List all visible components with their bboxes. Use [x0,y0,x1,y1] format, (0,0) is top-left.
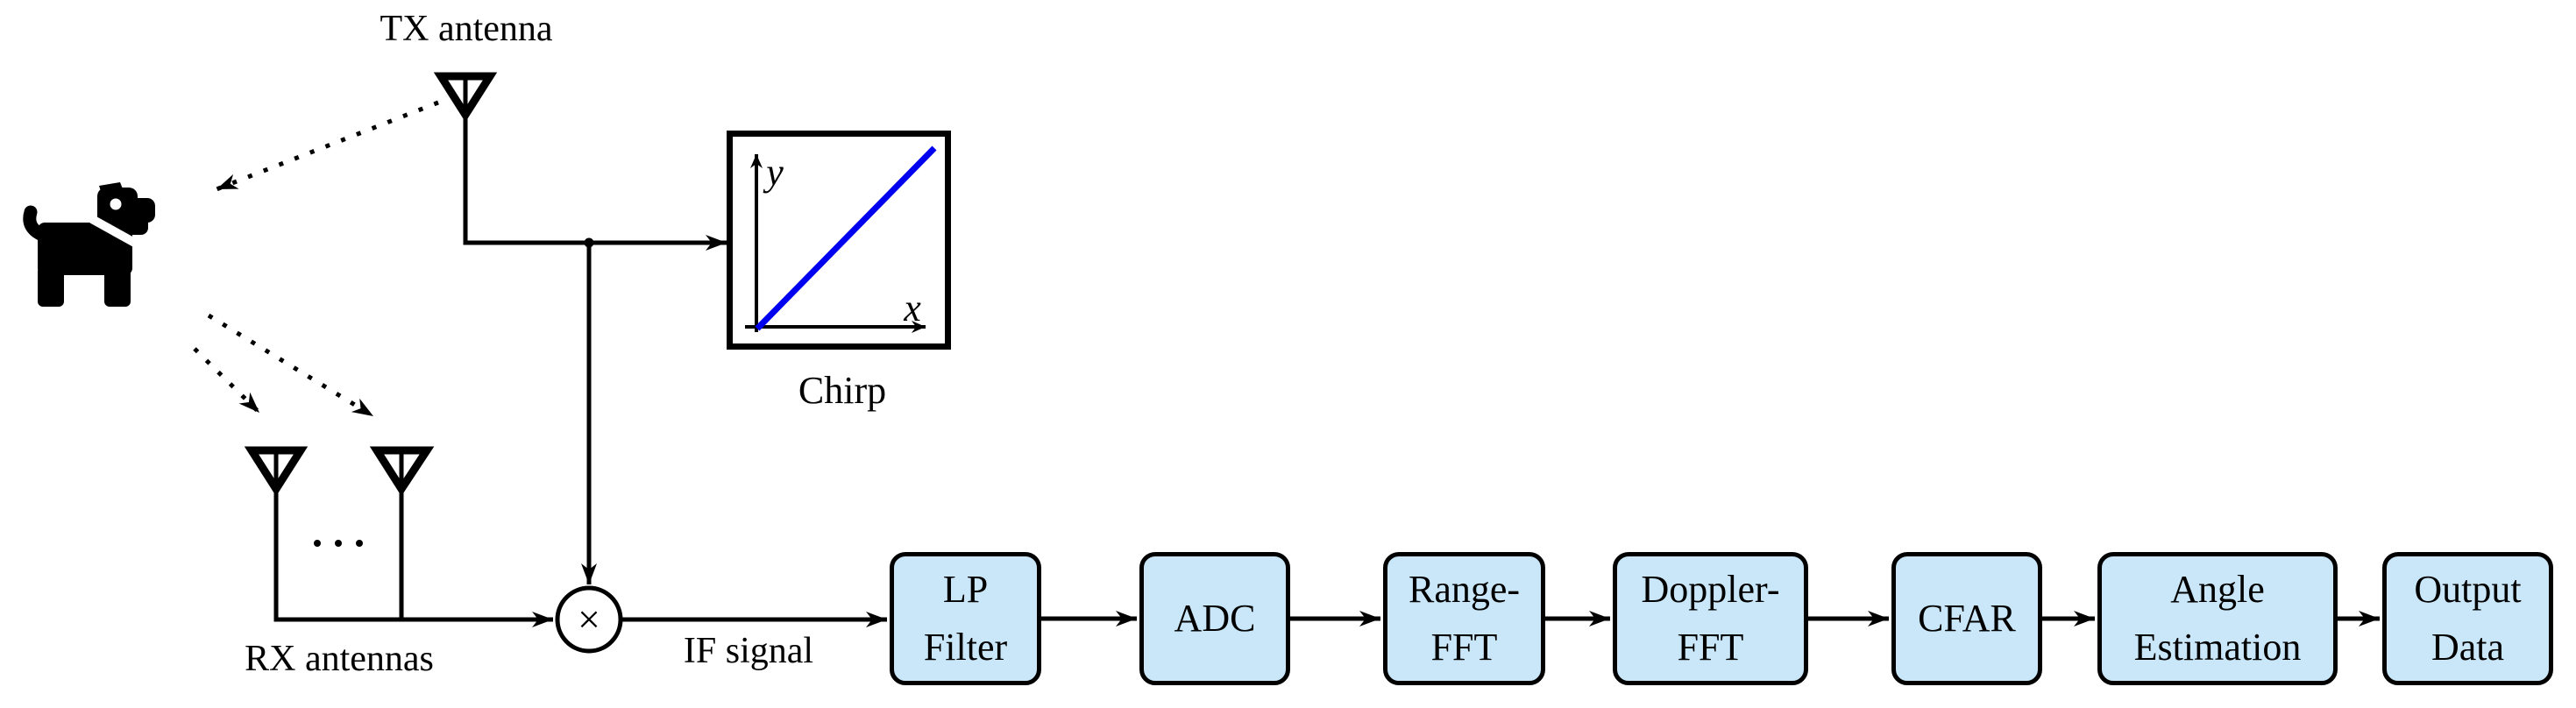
block-cfar: CFAR [1891,552,2042,685]
block-angle-estimation: Angle Estimation [2097,552,2338,685]
block-lp-filter-label: LP Filter [923,568,1008,669]
block-adc-label: ADC [1174,597,1256,640]
chirp-ramp-line [755,145,937,331]
rx-bus-line [273,489,553,627]
chirp-x-axis-label: x [904,287,921,329]
tx-antenna-label: TX antenna [380,9,553,49]
chirp-y-axis-label: y [766,151,784,194]
block-adc: ADC [1139,552,1290,685]
block-range-fft-label: Range- FFT [1408,568,1521,669]
target-to-rx2-arrow [207,313,375,419]
rx-more-antennas-dots-icon [314,540,363,547]
tx-to-target-arrow [216,100,439,192]
rx-antennas-label: RX antennas [245,639,434,679]
block-output-data-label: Output Data [2414,568,2522,669]
chirp-axes [745,154,926,333]
target-to-rx1-arrow [193,347,261,414]
block-doppler-fft-label: Doppler- FFT [1641,568,1780,669]
block-output-data: Output Data [2382,552,2553,685]
rx-antenna-2-icon [369,446,435,497]
if-signal-label: IF signal [683,631,814,671]
propagation-arrows [193,100,439,419]
dog-icon [23,182,155,307]
block-lp-filter: LP Filter [890,552,1041,685]
block-range-fft: Range- FFT [1383,552,1545,685]
tx-antenna-icon [433,72,498,123]
mixer: × [555,585,623,654]
block-doppler-fft: Doppler- FFT [1613,552,1808,685]
block-cfar-label: CFAR [1918,597,2016,640]
block-angle-estimation-label: Angle Estimation [2133,568,2302,669]
tx-feed-line [463,115,727,251]
chirp-caption: Chirp [798,369,887,412]
mixer-multiply-symbol: × [578,597,600,641]
rx-antenna-1-icon [244,446,309,497]
